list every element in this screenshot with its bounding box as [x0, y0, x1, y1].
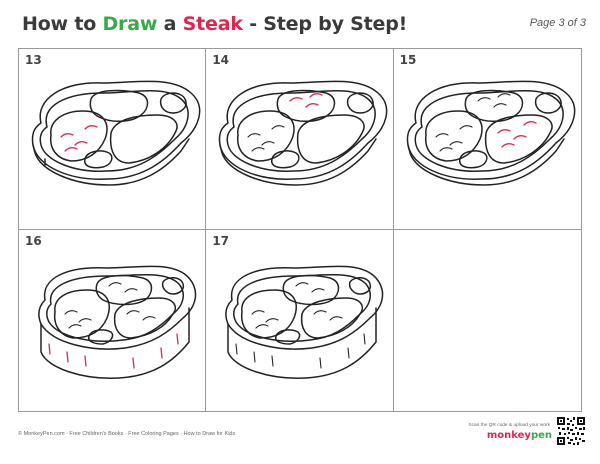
step-number: 13 — [25, 53, 42, 67]
qr-code-icon — [556, 416, 586, 446]
brand-logo: monkeypen — [487, 430, 552, 441]
title-part-3: a — [157, 13, 183, 35]
title-word-steak: Steak — [182, 13, 243, 35]
step-number: 17 — [212, 234, 230, 248]
steak-drawing-step-17 — [225, 265, 384, 379]
title-part-1: How to — [22, 13, 103, 35]
empty-cell — [393, 230, 581, 411]
steps-grid: 13 14 — [18, 48, 582, 412]
steak-drawing-step-15 — [406, 80, 575, 186]
step-cell-14: 14 — [206, 49, 394, 230]
page-title: How to Draw a Steak - Step by Step! — [22, 13, 407, 35]
brand-part-pen: pen — [530, 430, 552, 441]
step-cell-16: 16 — [19, 230, 207, 411]
step-number: 14 — [212, 53, 230, 67]
step-number: 16 — [25, 234, 42, 248]
title-word-draw: Draw — [102, 13, 158, 35]
step-cell-15: 15 — [393, 49, 581, 230]
steak-drawing-step-14 — [219, 80, 388, 186]
step-number: 15 — [399, 53, 417, 67]
steak-drawing-step-13 — [31, 80, 201, 186]
steak-drawing-step-16 — [38, 265, 197, 379]
brand-part-monkey: monkey — [486, 430, 531, 441]
step-cell-13: 13 — [19, 49, 207, 230]
page-number: Page 3 of 3 — [529, 17, 586, 29]
scan-instruction: Scan the QR code & upload your work — [468, 423, 550, 428]
step-cell-17: 17 — [206, 230, 394, 411]
title-part-5: - Step by Step! — [242, 13, 408, 35]
footer-links: © MonkeyPen.com · Free Children's Books … — [18, 431, 236, 437]
